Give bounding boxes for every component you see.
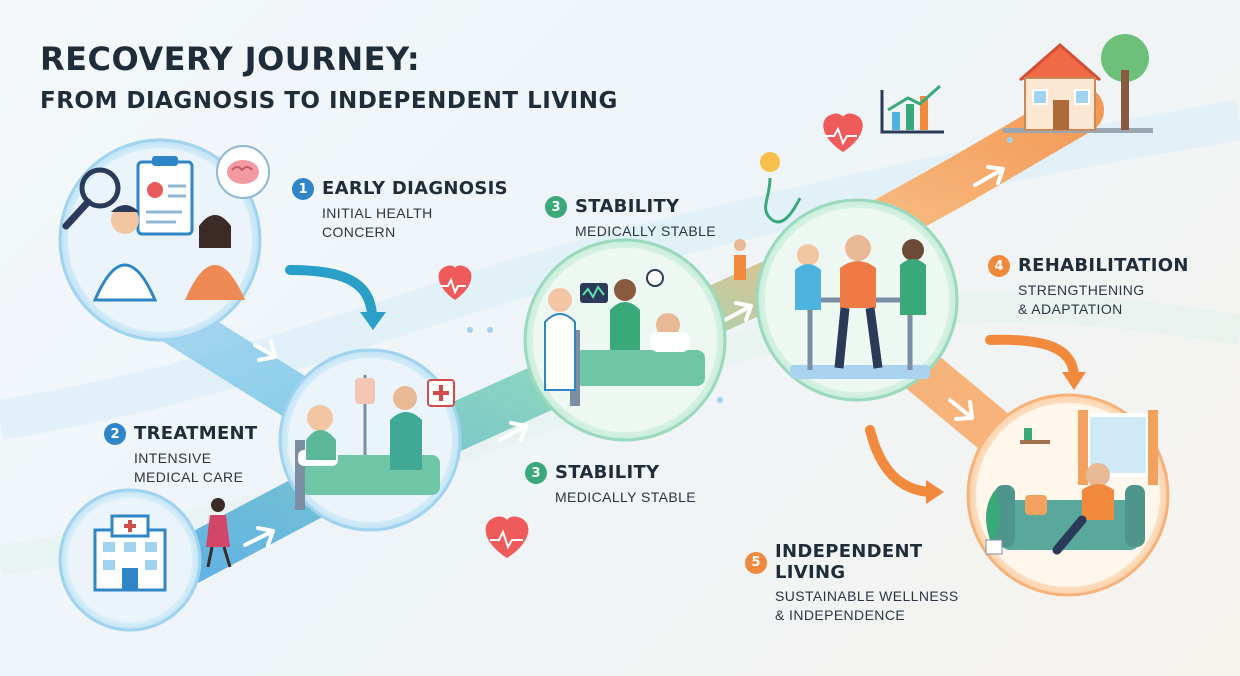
lightbulb-icon [734, 152, 802, 280]
stage-independent-living: 5 INDEPENDENT LIVING SUSTAINABLE WELLNES… [745, 541, 959, 625]
stage-number-badge: 3 [525, 462, 547, 484]
hospital-building-icon [58, 488, 202, 632]
stage-number-badge: 3 [545, 196, 567, 218]
ward-bed-icon [523, 238, 727, 442]
stage-stability-top: 3 STABILITY MEDICALLY STABLE [545, 196, 716, 241]
stage-description: STRENGTHENING & ADAPTATION [1018, 282, 1145, 317]
stage-name: REHABILITATION [1018, 254, 1189, 276]
hospital-bed-icon [278, 348, 462, 532]
page-title: RECOVERY JOURNEY: FROM DIAGNOSIS TO INDE… [40, 40, 618, 114]
stage-name: EARLY DIAGNOSIS [322, 177, 508, 199]
heart-icon [823, 113, 863, 152]
house-icon [1003, 34, 1153, 133]
stage-name: INDEPENDENT LIVING [775, 541, 923, 583]
heart-icon [438, 265, 472, 300]
title-line-2: FROM DIAGNOSIS TO INDEPENDENT LIVING [40, 88, 618, 114]
growth-chart-icon [880, 84, 944, 134]
stage-description: SUSTAINABLE WELLNESS & INDEPENDENCE [775, 588, 959, 624]
stage-number-badge: 1 [292, 178, 314, 200]
heart-icon [485, 516, 529, 558]
walking-person-icon [206, 498, 232, 568]
stage-early-diagnosis: 1 EARLY DIAGNOSIS INITIAL HEALTH CONCERN [292, 178, 508, 242]
stage-name: TREATMENT [134, 422, 258, 444]
stage-description: MEDICALLY STABLE [575, 223, 717, 239]
rehab-bars-icon [755, 198, 959, 402]
stage-number-badge: 4 [988, 255, 1010, 277]
stage-name: STABILITY [575, 195, 680, 217]
brain-icon [216, 145, 270, 199]
title-line-1: RECOVERY JOURNEY: [40, 40, 421, 78]
stage-treatment: 2 TREATMENT INTENSIVE MEDICAL CARE [104, 423, 258, 487]
stage-number-badge: 2 [104, 423, 126, 445]
stage-number-badge: 5 [745, 551, 767, 574]
stage-description: MEDICALLY STABLE [555, 489, 697, 505]
stage-description: INITIAL HEALTH CONCERN [322, 205, 433, 240]
stage-name: STABILITY [555, 461, 660, 483]
stage-stability-bottom: 3 STABILITY MEDICALLY STABLE [525, 462, 696, 507]
stage-rehabilitation: 4 REHABILITATION STRENGTHENING & ADAPTAT… [988, 255, 1189, 319]
living-room-icon [966, 393, 1170, 597]
doctor-consult-icon [58, 138, 262, 342]
stage-description: INTENSIVE MEDICAL CARE [134, 450, 244, 485]
